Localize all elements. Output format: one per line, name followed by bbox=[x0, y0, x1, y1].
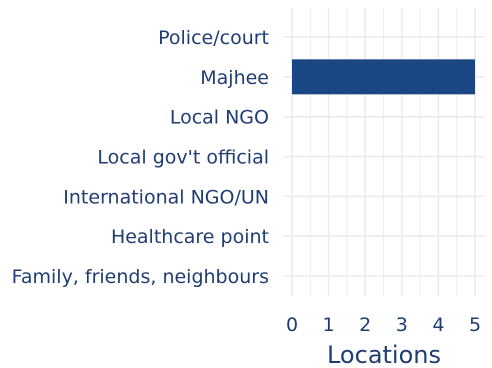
x-tick-label: 5 bbox=[469, 314, 481, 336]
x-tick-label: 0 bbox=[286, 314, 298, 336]
x-tick-label: 2 bbox=[359, 314, 371, 336]
category-label: Healthcare point bbox=[111, 226, 269, 248]
x-tick-label: 3 bbox=[396, 314, 408, 336]
grid-layer bbox=[284, 8, 484, 296]
category-label: Family, friends, neighbours bbox=[12, 266, 269, 288]
category-label: Local gov't official bbox=[97, 147, 269, 169]
x-tick-label: 4 bbox=[432, 314, 444, 336]
bar-layer bbox=[292, 59, 475, 95]
category-label: Local NGO bbox=[170, 107, 269, 129]
category-label: Police/court bbox=[158, 27, 269, 49]
category-label: Majhee bbox=[200, 67, 269, 89]
x-tick-labels: 0 1 2 3 4 5 bbox=[286, 314, 481, 336]
bar bbox=[292, 59, 475, 95]
x-axis-title: Locations bbox=[327, 341, 441, 368]
x-tick-label: 1 bbox=[323, 314, 335, 336]
category-label: International NGO/UN bbox=[63, 186, 269, 208]
